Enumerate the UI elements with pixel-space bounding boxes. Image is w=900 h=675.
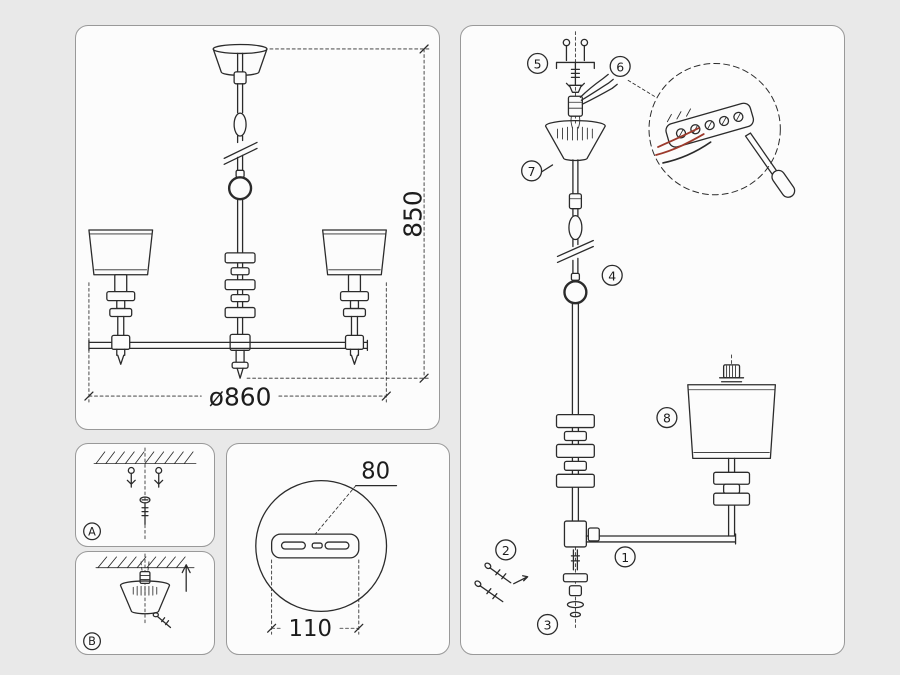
callout-3: 3 [536, 613, 559, 636]
svg-text:6: 6 [616, 59, 624, 74]
anchor-screws [126, 466, 164, 488]
mount-screw [139, 496, 151, 526]
bottom-fasteners [562, 546, 588, 628]
wire-black [662, 141, 712, 164]
center-column [555, 302, 595, 548]
ceiling-hatch [93, 451, 197, 465]
mounting-plate [270, 533, 360, 559]
svg-text:4: 4 [608, 268, 616, 283]
callout-4: 4 [601, 264, 623, 286]
detail-a-marker: A [83, 522, 102, 541]
up-arrow [181, 564, 191, 592]
detail-a-panel: A [75, 443, 215, 547]
wire-connector [567, 73, 618, 117]
callout-7: 7 [521, 160, 543, 182]
svg-text:7: 7 [528, 164, 536, 179]
svg-text:5: 5 [534, 56, 542, 71]
callout-8: 8 [656, 407, 678, 429]
screwdriver-icon [744, 132, 796, 198]
plate-length-label: 110 [289, 616, 332, 642]
detail-link-line [627, 79, 657, 98]
arm-screws [474, 562, 529, 603]
mounting-hooks [555, 38, 595, 93]
assembly-panel: 5 6 7 4 8 1 2 [460, 25, 845, 655]
left-lampshade [88, 229, 154, 365]
canopy-cup [119, 580, 171, 615]
callout-1: 1 [614, 546, 636, 568]
arm-bar [88, 339, 369, 351]
ceiling-canopy [544, 115, 606, 162]
rod-break-symbol [223, 141, 258, 171]
lamp-assembly [687, 354, 777, 537]
center-finial [231, 349, 249, 379]
wire-red-1 [657, 127, 700, 148]
plate-length-dimension: 110 [267, 559, 364, 642]
arm-assembly [585, 527, 737, 545]
plate-detail-panel: 80 110 [226, 443, 450, 655]
svg-text:1: 1 [621, 550, 629, 565]
height-dimension: 850 [246, 44, 431, 383]
height-dimension-label: 850 [399, 190, 428, 237]
detail-b-panel: B [75, 551, 215, 655]
detail-a-letter: A [88, 525, 96, 538]
hanging-ring [227, 169, 253, 201]
ceiling-cup [212, 43, 268, 76]
diameter-dimension-label: ø860 [209, 383, 272, 412]
main-view-panel: 850 ø860 [75, 25, 440, 430]
fixing-screw [152, 612, 172, 629]
svg-text:8: 8 [663, 411, 671, 426]
svg-text:3: 3 [544, 618, 552, 633]
callout-5: 5 [527, 52, 549, 75]
wiring-detail [648, 62, 796, 198]
chain-link [233, 112, 247, 144]
suspension-rod [233, 52, 247, 114]
callout-7-leader [540, 164, 554, 173]
right-lampshade [321, 229, 387, 365]
plate-width-dimension: 80 [314, 459, 398, 535]
center-column [224, 198, 256, 351]
wire-red-2 [655, 133, 705, 156]
callout-6: 6 [609, 55, 631, 78]
plate-width-label: 80 [361, 459, 390, 485]
svg-text:2: 2 [502, 543, 510, 558]
magnifier-circle [255, 480, 388, 613]
callout-2: 2 [495, 539, 517, 561]
diameter-dimension: ø860 [84, 282, 391, 412]
suspension-chain [556, 159, 594, 305]
detail-b-marker: B [83, 632, 102, 651]
terminal-block [665, 102, 755, 148]
detail-b-letter: B [88, 635, 96, 648]
